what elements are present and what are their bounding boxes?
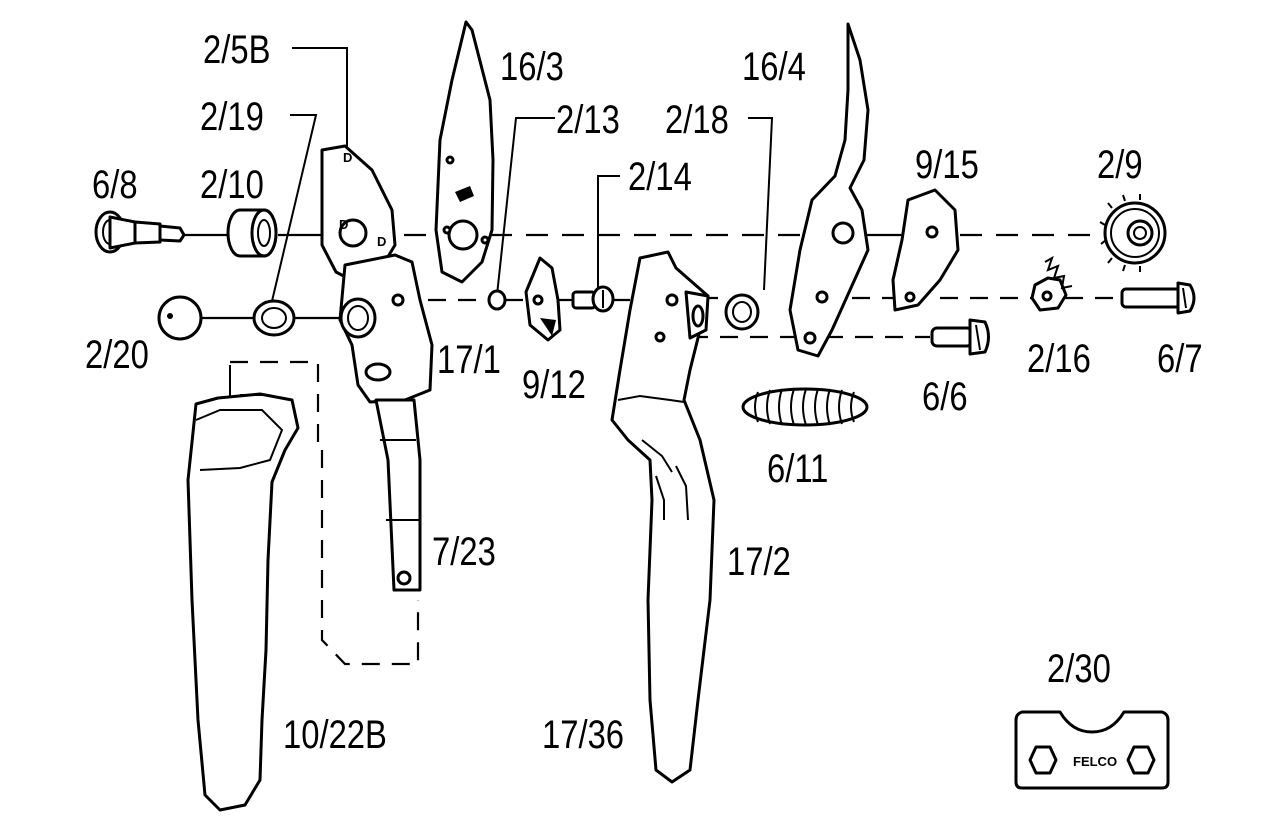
label-6-6: 6/6 [922,374,968,419]
part-labels: 2/5B 2/19 6/8 2/10 2/20 16/3 2/13 2/14 2… [85,27,1203,757]
part-9-12-latch [524,256,562,342]
part-2-19-ring [252,299,296,337]
label-2-13: 2/13 [556,97,620,142]
label-2-16: 2/16 [1027,336,1091,381]
part-7-23-rod [374,398,422,592]
label-9-12: 9/12 [522,362,586,407]
part-17-2-handle [610,250,716,784]
part-2-30-wrench: FELCO [1014,710,1170,790]
part-6-7-screw [1120,281,1196,315]
label-2-10: 2/10 [200,162,264,207]
part-2-13-washer [487,289,507,311]
part-2-10-bushing [226,208,278,258]
label-2-20: 2/20 [85,332,149,377]
part-9-15-plate [891,188,960,312]
label-7-23: 7/23 [432,529,496,574]
label-2-9: 2/9 [1097,142,1143,187]
label-10-22B: 10/22B [283,712,387,757]
part-17-1-handle-head [338,253,434,404]
part-10-22B-grip [186,365,300,812]
part-6-11-spring [741,387,869,427]
part-2-9-gear [1099,194,1167,272]
label-9-15: 9/15 [915,142,979,187]
label-17-2: 17/2 [727,539,791,584]
part-2-5B-anvil-blade: D D D [320,144,397,284]
part-16-4-blade [788,22,870,358]
label-16-4: 16/4 [742,44,806,89]
part-6-6-screw [930,318,990,356]
label-2-19: 2/19 [200,94,264,139]
leader-lines [267,47,774,319]
svg-text:D: D [343,150,352,165]
label-17-1: 17/1 [437,337,501,382]
part-2-20-cap [157,295,203,341]
label-2-18: 2/18 [665,97,729,142]
part-6-8-screw [94,210,186,254]
part-2-16-clip [1030,255,1073,312]
label-2-14: 2/14 [628,154,692,199]
svg-text:D: D [377,234,386,249]
label-6-7: 6/7 [1157,336,1203,381]
label-2-30: 2/30 [1047,646,1111,691]
svg-text:D: D [339,217,348,232]
label-6-8: 6/8 [92,162,138,207]
part-2-18-nut [724,293,760,331]
brand-felco-text: FELCO [1073,754,1117,769]
part-16-3-blade [434,20,495,284]
label-17-36: 17/36 [542,712,624,757]
part-2-14-screw [571,285,615,313]
label-6-11: 6/11 [767,446,828,491]
label-2-5B: 2/5B [203,27,270,72]
label-16-3: 16/3 [500,44,564,89]
